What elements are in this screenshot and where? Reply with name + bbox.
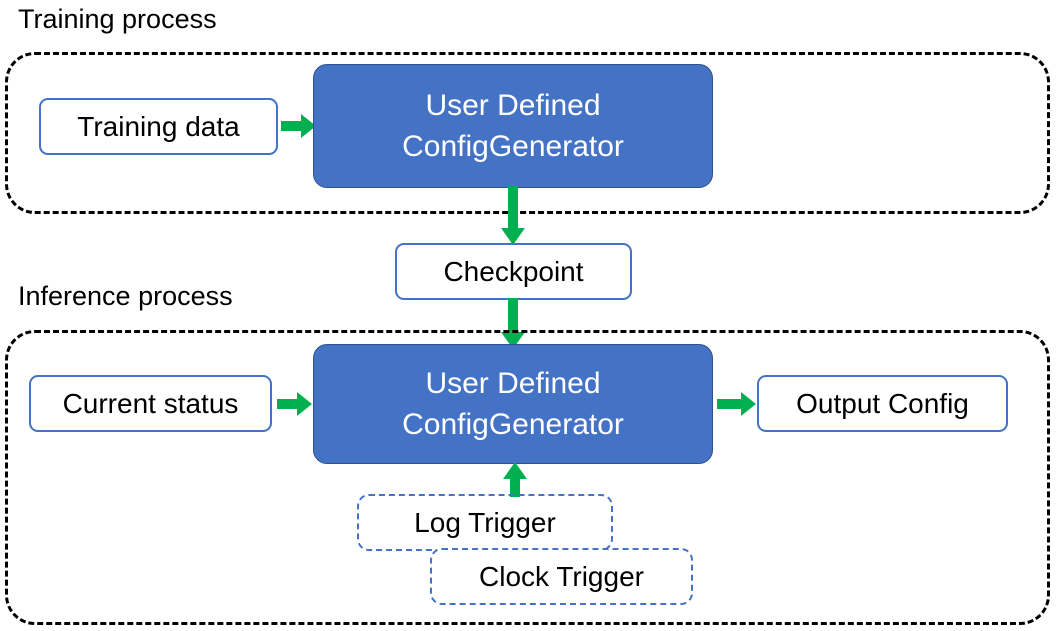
training-process-container	[5, 52, 1050, 214]
clock-trigger-label: Clock Trigger	[479, 560, 644, 592]
training-data-label: Training data	[77, 110, 240, 142]
training-config-generator-line2: ConfigGenerator	[402, 130, 624, 163]
training-data-box[interactable]: Training data	[39, 98, 278, 155]
arrow-training-process-to-checkpoint	[500, 186, 526, 246]
inference-config-generator-line1: User Defined	[425, 367, 601, 400]
arrow-triggers-to-process	[502, 462, 528, 498]
training-config-generator-box[interactable]: User Defined ConfigGenerator	[313, 64, 713, 188]
checkpoint-box[interactable]: Checkpoint	[395, 243, 632, 300]
log-trigger-box[interactable]: Log Trigger	[357, 494, 613, 551]
current-status-label: Current status	[62, 387, 239, 419]
inference-config-generator-line2: ConfigGenerator	[402, 408, 624, 441]
training-process-title: Training process	[18, 4, 217, 34]
inference-process-title: Inference process	[18, 281, 233, 311]
arrow-current-status-to-process	[277, 391, 313, 417]
output-config-box[interactable]: Output Config	[757, 375, 1008, 432]
arrow-training-data-to-process	[281, 113, 317, 139]
arrow-checkpoint-to-inference-process	[500, 298, 526, 350]
arrow-process-to-output-config	[717, 391, 757, 417]
output-config-label: Output Config	[796, 387, 969, 419]
log-trigger-label: Log Trigger	[414, 506, 556, 538]
current-status-box[interactable]: Current status	[29, 375, 272, 432]
checkpoint-label: Checkpoint	[443, 255, 584, 287]
inference-config-generator-box[interactable]: User Defined ConfigGenerator	[313, 344, 713, 464]
training-config-generator-line1: User Defined	[425, 89, 601, 122]
clock-trigger-box[interactable]: Clock Trigger	[430, 548, 693, 605]
inference-process-container	[5, 330, 1050, 625]
